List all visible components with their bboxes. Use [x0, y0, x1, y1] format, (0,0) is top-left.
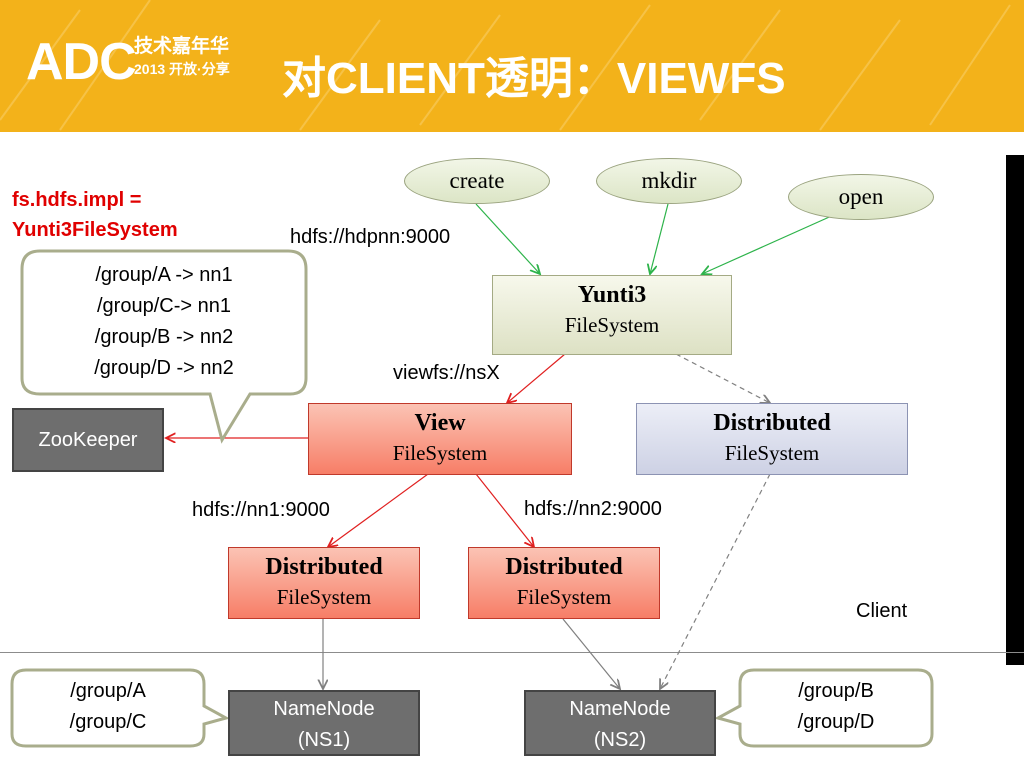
uri-nn2: hdfs://nn2:9000: [524, 498, 662, 520]
arrow-open-yunti: [702, 213, 837, 274]
box-title: View: [414, 410, 466, 436]
logo-subtitle-line2: 2013 开放·分享: [134, 61, 230, 77]
group-line: /group/A: [70, 680, 146, 702]
uri-hdpnn: hdfs://hdpnn:9000: [290, 226, 451, 248]
mapping-line: /group/A -> nn1: [95, 264, 233, 286]
group-line: /group/D: [797, 711, 875, 733]
box-subtitle: FileSystem: [276, 585, 372, 609]
logo-subtitle-line1: 技术嘉年华: [134, 36, 230, 57]
mapping-line: /group/C-> nn1: [97, 295, 231, 317]
ns1-callout-shape: [10, 668, 230, 748]
client-divider: [0, 652, 1024, 653]
box-title: Distributed: [505, 554, 623, 580]
box-subtitle: FileSystem: [724, 441, 820, 465]
box-title: Distributed: [265, 554, 383, 580]
namenode-line1: NameNode: [273, 698, 375, 720]
group-line: /group/C: [69, 711, 147, 733]
box-title: Yunti3: [577, 282, 647, 308]
side-bar: [1006, 155, 1024, 665]
arrow-yunti-dist: [675, 353, 770, 403]
config-line1: fs.hdfs.impl =: [12, 189, 142, 211]
box-subtitle: FileSystem: [516, 585, 612, 609]
zookeeper-box: ZooKeeper: [12, 408, 164, 472]
distributed-filesystem-box-right: Distributed FileSystem: [636, 403, 908, 475]
uri-viewfs: viewfs://nsX: [393, 362, 500, 384]
op-mkdir: mkdir: [596, 158, 742, 204]
header-banner: ADC 技术嘉年华 2013 开放·分享 对CLIENT透明：VIEWFS: [0, 0, 1024, 132]
arrow-create-yunti: [475, 203, 540, 274]
ns2-groups: /group/B /group/D: [740, 676, 932, 738]
arrow-dist-right-ns2: [660, 473, 771, 689]
namenode-line1: NameNode: [569, 698, 671, 720]
distributed-filesystem-box-mid: Distributed FileSystem: [468, 547, 660, 619]
arrow-dist-mid-ns2: [562, 618, 620, 689]
mapping-line: /group/D -> nn2: [94, 357, 234, 379]
mapping-line: /group/B -> nn2: [94, 326, 234, 348]
arrow-view-dist-left: [328, 473, 429, 547]
namenode-ns1-box: NameNode (NS1): [228, 690, 420, 756]
box-title: Distributed: [713, 410, 831, 436]
arrow-yunti-view: [507, 353, 566, 403]
namenode-ns2-box: NameNode (NS2): [524, 690, 716, 756]
namenode-line2: (NS1): [297, 729, 351, 751]
header-texture: [0, 0, 1011, 131]
arrow-mkdir-yunti: [650, 203, 669, 274]
config-line2: Yunti3FileSystem: [12, 219, 178, 241]
adc-logo: ADC: [26, 33, 137, 91]
uri-nn1: hdfs://nn1:9000: [192, 499, 330, 521]
distributed-filesystem-box-left: Distributed FileSystem: [228, 547, 420, 619]
box-subtitle: FileSystem: [392, 441, 488, 465]
ns1-groups: /group/A /group/C: [12, 676, 204, 738]
view-filesystem-box: View FileSystem: [308, 403, 572, 475]
client-label: Client: [856, 600, 908, 622]
mapping-callout-shape: [20, 249, 308, 444]
op-create: create: [404, 158, 550, 204]
ns2-callout-shape: [714, 668, 934, 748]
arrow-view-dist-mid: [475, 473, 534, 547]
yunti3-filesystem-box: Yunti3 FileSystem: [492, 275, 732, 355]
mapping-callout: /group/A -> nn1 /group/C-> nn1 /group/B …: [24, 260, 304, 384]
op-open: open: [788, 174, 934, 220]
namenode-line2: (NS2): [593, 729, 647, 751]
slide-title: 对CLIENT透明：VIEWFS: [282, 54, 786, 103]
logo-subtitle: 技术嘉年华 2013 开放·分享: [134, 36, 230, 80]
box-subtitle: FileSystem: [564, 313, 660, 337]
group-line: /group/B: [798, 680, 874, 702]
